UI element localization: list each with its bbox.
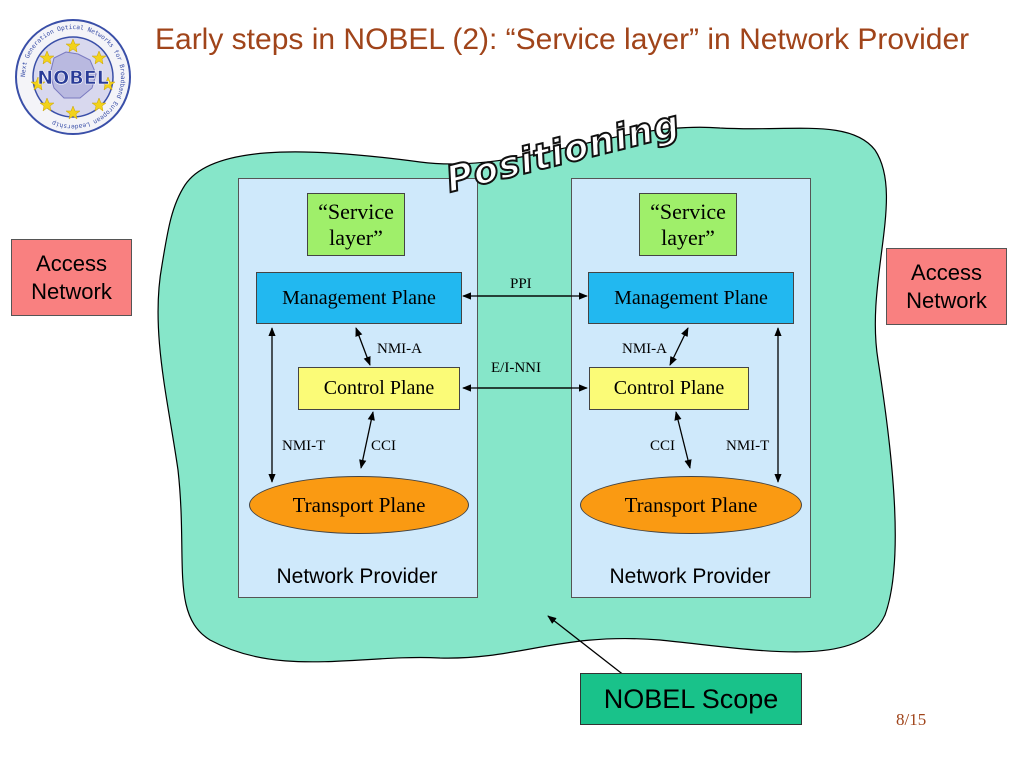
management-plane-label-left: Management Plane (282, 286, 436, 309)
control-plane-label-right: Control Plane (613, 377, 725, 399)
transport-plane-label-right: Transport Plane (624, 492, 758, 517)
transport-plane-ellipse-right: Transport Plane (580, 476, 802, 534)
cci-label-right: CCI (650, 438, 676, 454)
nmi-t-label-right: NMI-T (726, 438, 770, 454)
page-number: 8/15 (896, 710, 927, 729)
transport-plane-label-left: Transport Plane (292, 492, 426, 517)
access-network-label-left: Access Network (31, 250, 112, 304)
access-network-left: Access Network (11, 239, 132, 316)
nobel-scope-box: NOBEL Scope (580, 673, 802, 725)
management-plane-box-left: Management Plane (256, 272, 462, 324)
ei-nni-label: E/I-NNI (491, 360, 541, 376)
service-layer-label-left: “Service layer” (318, 198, 394, 250)
access-network-right: Access Network (886, 248, 1007, 325)
service-layer-box-left: “Service layer” (307, 193, 405, 256)
nmi-a-label-left: NMI-A (377, 341, 422, 357)
transport-plane-ellipse-left: Transport Plane (249, 476, 469, 534)
network-provider-label-right: Network Provider (609, 565, 771, 588)
nobel-logo-icon: NOBEL Next Generation Optical Networks f… (15, 19, 131, 135)
ppi-label: PPI (510, 276, 532, 292)
cci-label-left: CCI (371, 438, 397, 454)
network-provider-label-left: Network Provider (276, 565, 438, 588)
slide-title: Early steps in NOBEL (2): “Service layer… (155, 23, 970, 56)
service-layer-label-right: “Service layer” (650, 198, 726, 250)
management-plane-box-right: Management Plane (588, 272, 794, 324)
nobel-scope-label: NOBEL Scope (603, 683, 779, 714)
service-layer-box-right: “Service layer” (639, 193, 737, 256)
management-plane-label-right: Management Plane (614, 286, 768, 309)
control-plane-box-right: Control Plane (589, 367, 749, 410)
nmi-t-label-left: NMI-T (282, 438, 326, 454)
control-plane-label-left: Control Plane (323, 377, 435, 399)
access-network-label-right: Access Network (906, 259, 987, 313)
nmi-a-label-right: NMI-A (622, 341, 667, 357)
logo-center-text: NOBEL (37, 67, 109, 89)
control-plane-box-left: Control Plane (298, 367, 460, 410)
